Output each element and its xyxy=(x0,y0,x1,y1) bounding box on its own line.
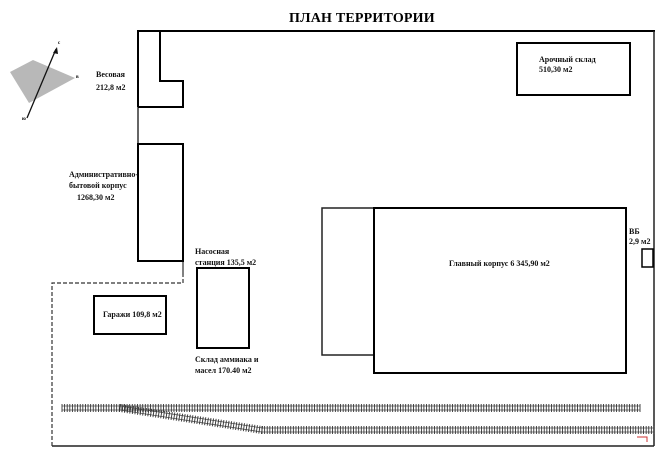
sklad-ammiaka-line2: масел 170.40 м2 xyxy=(195,366,252,375)
track-branch-tie xyxy=(126,405,129,414)
garazhi-label: Гаражи 109,8 м2 xyxy=(103,310,162,319)
track-branch-tie xyxy=(180,413,184,422)
compass-south-label: ю xyxy=(22,117,26,122)
track-branch-tie xyxy=(248,423,251,433)
track-branch-tie xyxy=(165,411,168,420)
track-branch-tie xyxy=(196,415,199,425)
vb-name: ВБ xyxy=(629,227,640,236)
track-branch-tie xyxy=(211,418,215,427)
track-branch-tie xyxy=(173,412,176,421)
arochny-name: Арочный склад xyxy=(539,55,596,64)
track-branch-tie xyxy=(198,416,202,425)
track-branch-tie xyxy=(131,405,134,415)
track-branch-tie xyxy=(232,421,235,430)
arochny-area: 510,30 м2 xyxy=(539,65,573,74)
compass-north-label: с xyxy=(58,41,61,46)
track-branch-tie xyxy=(137,406,140,415)
track-branch-tie xyxy=(144,407,147,417)
red-marker xyxy=(637,436,648,442)
track-branch-tie xyxy=(121,404,124,413)
track-branch-tie xyxy=(258,425,261,434)
track-branch-tie xyxy=(229,421,233,430)
nasosnaya-area: станция 135,5 м2 xyxy=(195,258,257,267)
track-branch-tie xyxy=(253,424,256,433)
track-branch-tie xyxy=(217,419,220,428)
track-branch-tie xyxy=(170,411,173,421)
track-branch-tie xyxy=(227,420,230,429)
track-branch-tie xyxy=(222,419,225,429)
vb-area: 2,9 м2 xyxy=(629,237,651,246)
track-branch-tie xyxy=(237,422,240,431)
sklad-ammiaka-line1: Склад аммиака и xyxy=(195,355,259,364)
track-branch-tie xyxy=(124,404,127,413)
track-branch-tie xyxy=(152,409,155,418)
track-branch-tie xyxy=(219,419,222,428)
vesovaya-area: 212,8 м2 xyxy=(96,83,126,92)
track-branch-tie xyxy=(186,414,189,423)
track-branch-tie xyxy=(149,408,153,417)
compass-east-label: в xyxy=(76,75,79,80)
track-branch-tie xyxy=(134,406,137,415)
track-branch-tie xyxy=(139,407,142,416)
building-vesovaya xyxy=(137,30,184,108)
track-branch-tie xyxy=(193,415,196,424)
track-branch-tie xyxy=(214,418,217,427)
page-title: ПЛАН ТЕРРИТОРИИ xyxy=(289,11,435,26)
track-branch-tie xyxy=(178,413,181,422)
building-arochny-sklad xyxy=(516,42,631,96)
building-glavny-annex xyxy=(321,207,375,356)
track-branch-tie xyxy=(155,409,158,418)
admin-area: 1268,30 м2 xyxy=(77,193,115,202)
track-branch-tie xyxy=(157,409,160,419)
track-branch-rail xyxy=(119,409,262,433)
track-branch-tie xyxy=(162,410,165,419)
track-branch-tie xyxy=(142,407,145,416)
track-branch-rail xyxy=(120,405,263,429)
nasosnaya-name: Насосная xyxy=(195,247,230,256)
railway-tracks xyxy=(61,403,655,435)
building-glavny xyxy=(373,207,627,374)
track-branch-tie xyxy=(129,405,132,414)
admin-name-line1: Административно- xyxy=(69,170,139,179)
track-branch-tie xyxy=(147,408,150,417)
track-branch-tie xyxy=(183,413,186,423)
building-garazhi xyxy=(93,295,167,335)
building-sklad-ammiaka xyxy=(196,267,250,349)
track-branch-tie xyxy=(201,416,204,425)
track-branch-tie xyxy=(209,417,212,427)
track-branch-tie xyxy=(206,417,209,426)
track-branch-tie xyxy=(240,422,243,431)
track-branch-tie xyxy=(191,415,194,424)
track-branch-tie xyxy=(167,411,171,420)
track-branch-tie xyxy=(255,425,258,434)
track-branch-tie xyxy=(250,424,253,433)
compass-rose-icon xyxy=(10,47,75,119)
track-branch-tie xyxy=(235,421,238,431)
glavny-label: Главный корпус 6 345,90 м2 xyxy=(449,259,550,268)
vesovaya-name: Весовая xyxy=(96,70,125,79)
track-branch-tie xyxy=(175,412,178,421)
track-branch-tie xyxy=(242,423,245,432)
track-branch-tie xyxy=(224,420,227,429)
dashed-boundary xyxy=(51,275,184,446)
building-vb xyxy=(641,248,654,268)
track-branch-tie xyxy=(160,410,163,419)
admin-name-line2: бытовой корпус xyxy=(69,181,127,190)
building-admin xyxy=(137,143,184,262)
track-branch-tie xyxy=(188,414,191,423)
track-branch-tie xyxy=(118,403,122,413)
track-branch-tie xyxy=(204,417,207,426)
track-branch-tie xyxy=(245,423,248,432)
